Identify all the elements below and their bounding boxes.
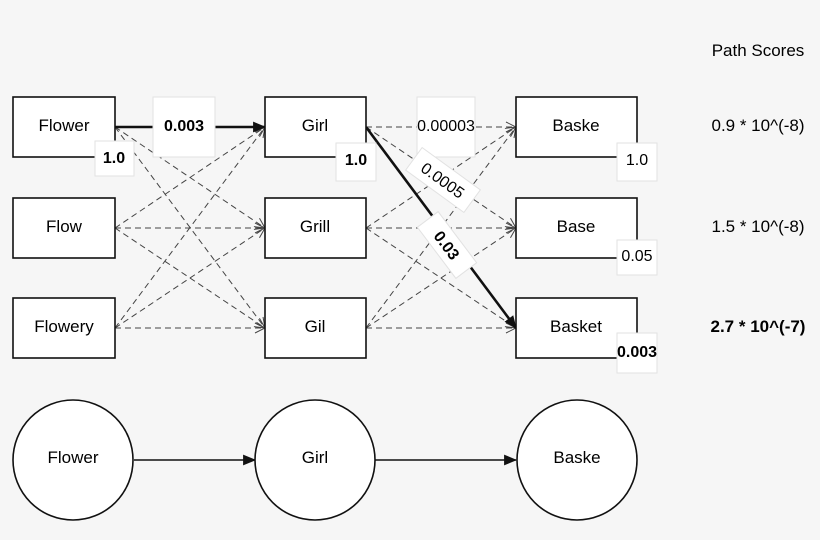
edge-label-flower-girl: 0.003: [152, 96, 216, 158]
path-score-2: 1.5 * 10^(-8): [711, 217, 804, 236]
path-scores-title: Path Scores: [712, 41, 805, 60]
edge-flowery-grill: [114, 228, 265, 329]
edge-gil-base: [365, 228, 516, 329]
node-label: Flow: [46, 217, 83, 236]
node-label: Baske: [552, 116, 599, 135]
node-label: Grill: [300, 217, 330, 236]
edge-label-girl-baske: 0.00003: [416, 96, 476, 158]
score-badge-baske: 1.0: [616, 142, 658, 182]
edge-flowery-girl: [114, 127, 265, 329]
node-label: Flowery: [34, 317, 94, 336]
chain-node-baske: Baske: [516, 399, 638, 521]
node-label: Base: [557, 217, 596, 236]
chain-node-label: Girl: [302, 448, 328, 467]
score-badge-base: 0.05: [616, 239, 658, 276]
score-badge-text: 1.0: [626, 152, 648, 169]
path-score-1: 0.9 * 10^(-8): [711, 116, 804, 135]
edge-label-text: 0.003: [164, 118, 204, 135]
node-label: Gil: [305, 317, 326, 336]
score-badge-flower: 1.0: [94, 140, 135, 177]
chain-node-label: Flower: [47, 448, 98, 467]
node-grill: Grill: [264, 197, 367, 259]
node-flowery: Flowery: [12, 297, 116, 359]
node-gil: Gil: [264, 297, 367, 359]
score-badge-basket: 0.003: [616, 332, 658, 374]
edge-flow-girl: [114, 127, 265, 229]
score-badge-text: 0.003: [617, 344, 657, 361]
chain-node-label: Baske: [553, 448, 600, 467]
node-label: Flower: [38, 116, 89, 135]
node-label: Girl: [302, 116, 328, 135]
score-badge-text: 1.0: [345, 152, 367, 169]
node-label: Basket: [550, 317, 602, 336]
score-badge-text: 0.05: [621, 248, 652, 265]
path-score-3: 2.7 * 10^(-7): [711, 317, 806, 336]
score-badge-girl: 1.0: [335, 142, 377, 182]
node-flow: Flow: [12, 197, 116, 259]
chain-node-flower: Flower: [12, 399, 134, 521]
edge-label-text: 0.00003: [417, 118, 475, 135]
score-badge-text: 1.0: [103, 150, 125, 167]
chain-node-girl: Girl: [254, 399, 376, 521]
dashed-edges-col1: [114, 127, 265, 329]
